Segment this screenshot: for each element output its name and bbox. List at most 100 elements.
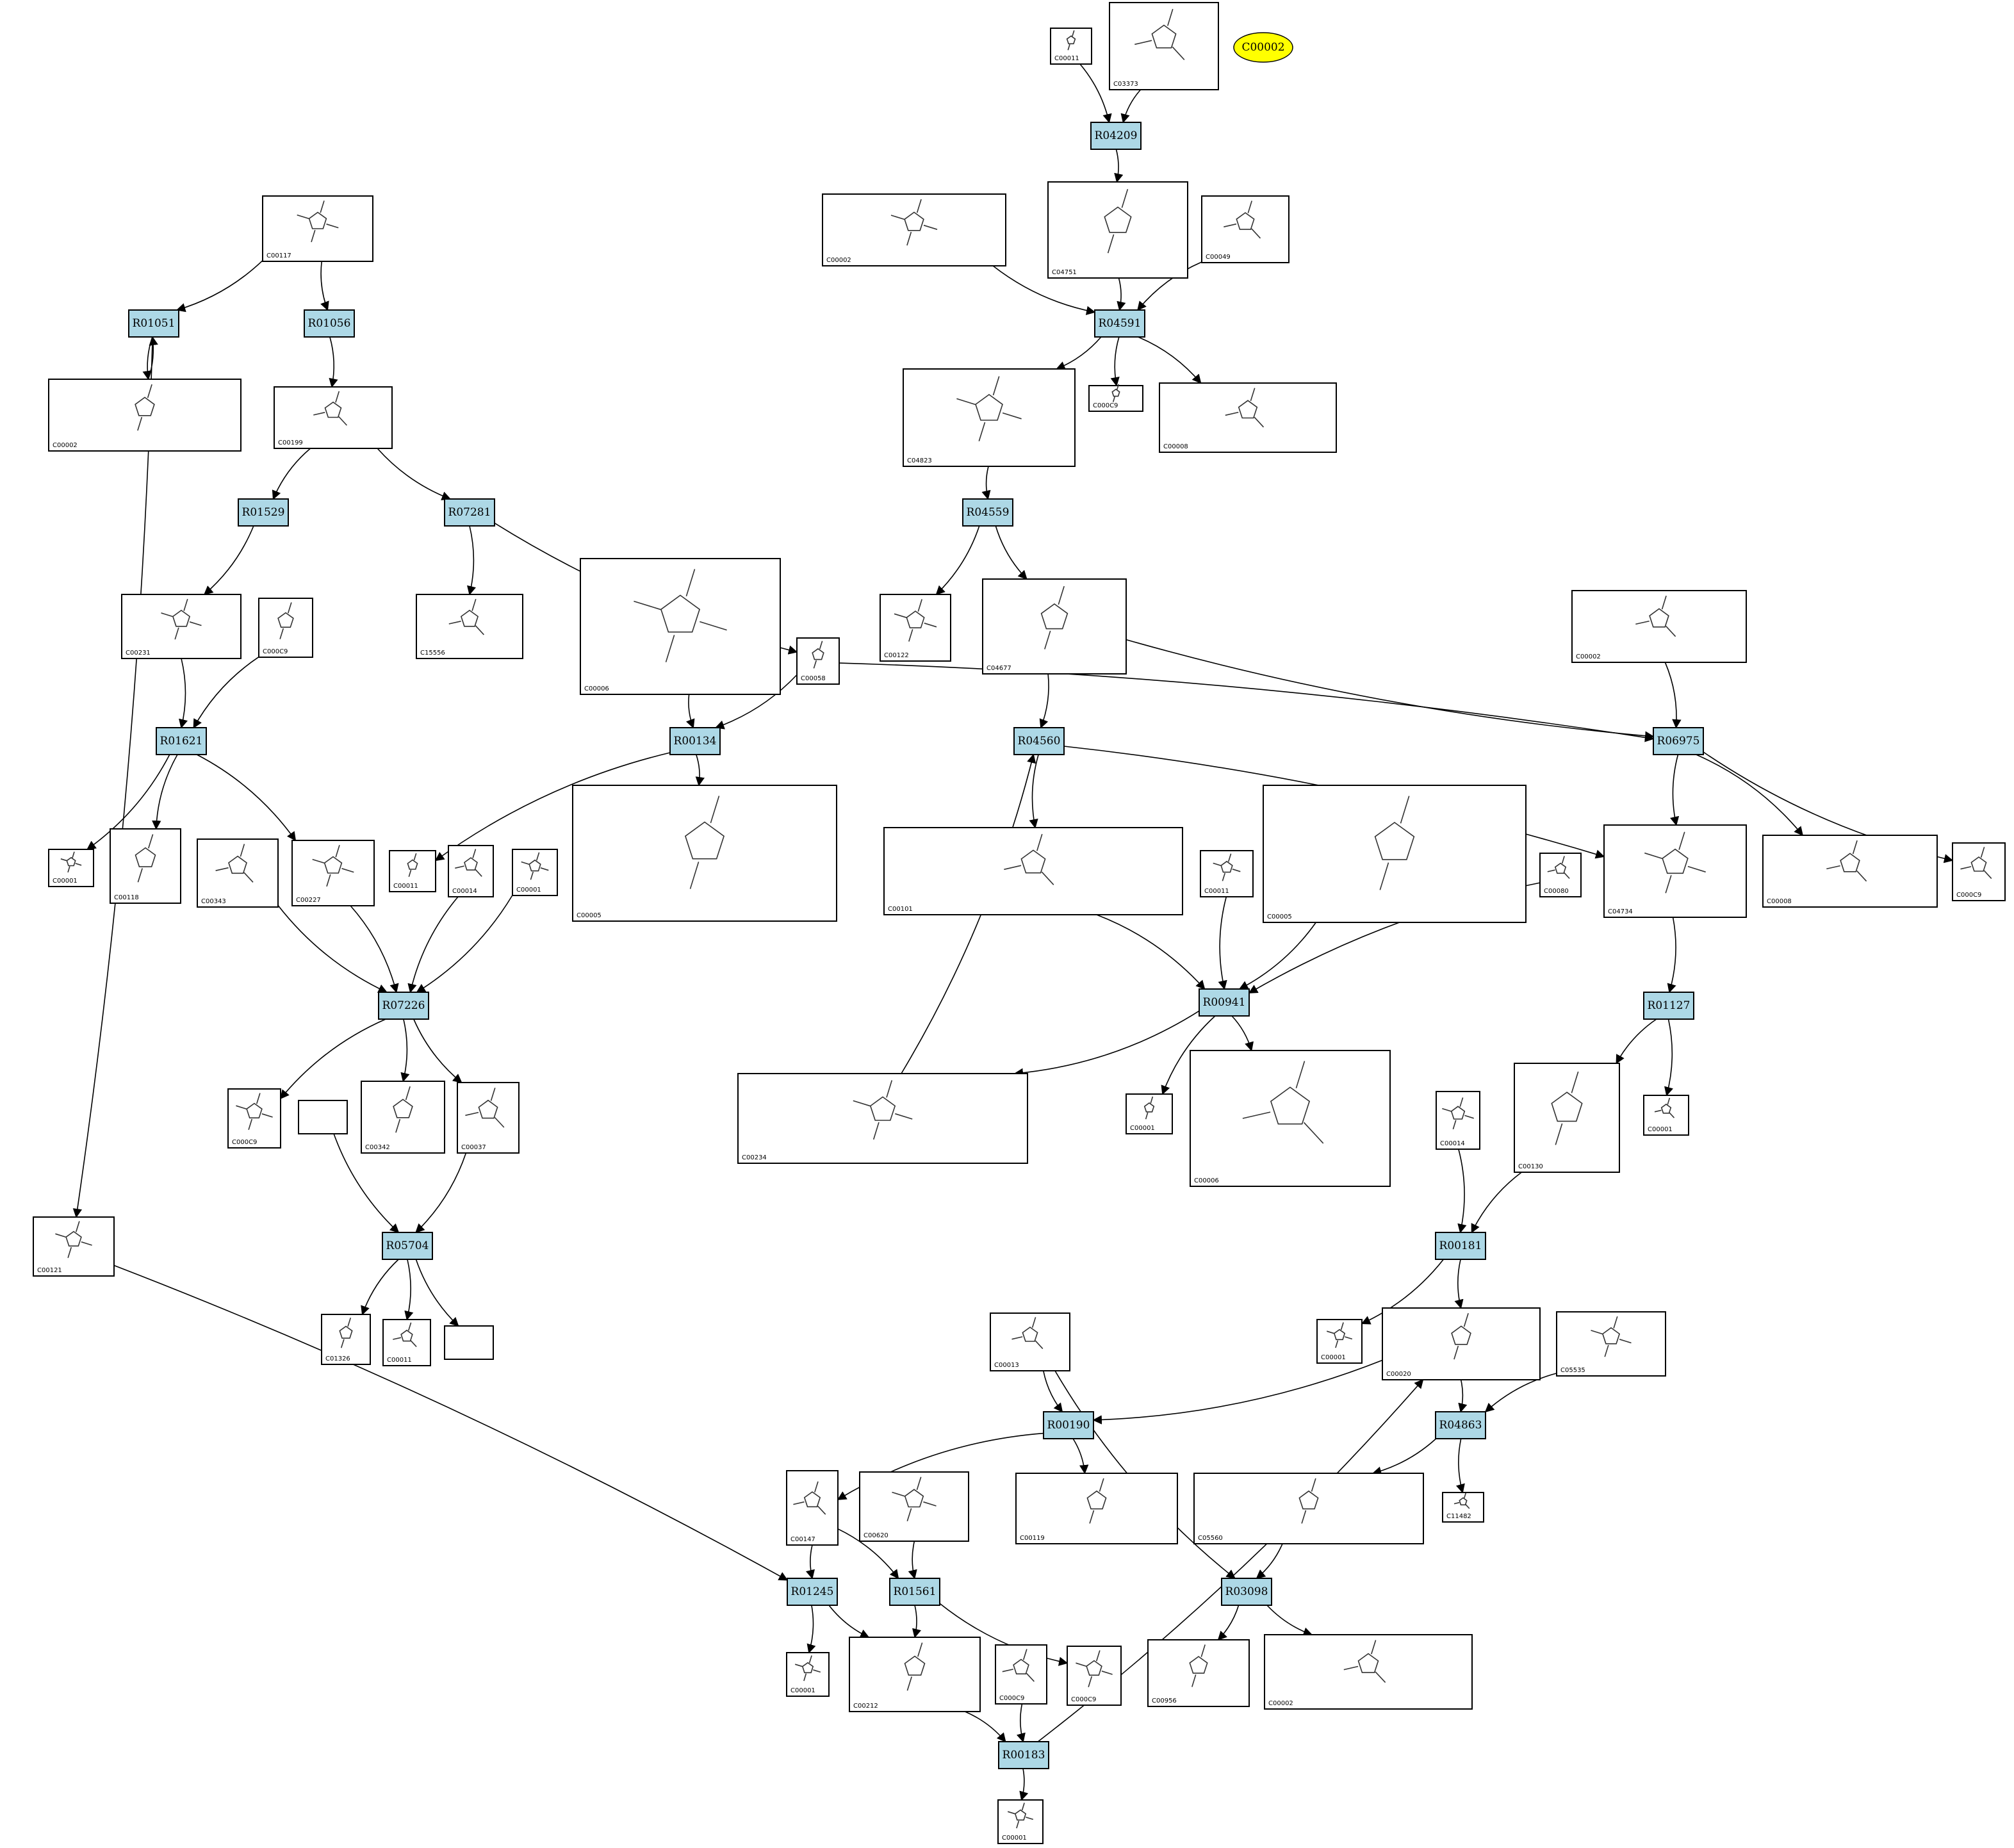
reaction-box[interactable]	[304, 309, 355, 338]
compound-box[interactable]	[1436, 1091, 1480, 1150]
compound-box[interactable]	[786, 1652, 830, 1697]
compound-c_c00199[interactable]: C00199	[274, 386, 393, 449]
compound-box[interactable]	[1126, 1093, 1173, 1134]
compound-c_top_c03373[interactable]: C03373	[1109, 2, 1219, 90]
compound-c_c00620[interactable]: C00620	[859, 1471, 969, 1542]
compound-c_c04751[interactable]: C04751	[1047, 181, 1188, 279]
compound-c_top_formate[interactable]: C00011	[1050, 28, 1092, 65]
reaction-R01051[interactable]: R01051	[128, 309, 179, 338]
compound-c_c00231[interactable]: C00231	[121, 594, 242, 659]
compound-box[interactable]	[110, 828, 181, 904]
compound-box[interactable]	[883, 827, 1183, 915]
reaction-box[interactable]	[382, 1232, 433, 1260]
reaction-box[interactable]	[787, 1578, 838, 1606]
compound-c_co2_c[interactable]: C00011	[382, 1319, 431, 1366]
compound-box[interactable]	[796, 637, 840, 685]
compound-c_c00013[interactable]: C00013	[990, 1312, 1070, 1371]
reaction-R01529[interactable]: R01529	[238, 498, 289, 527]
compound-c_adp_b[interactable]: C00008	[1762, 835, 1938, 908]
compound-c_c00119[interactable]: C00119	[1015, 1473, 1178, 1544]
reaction-box[interactable]	[962, 498, 1013, 527]
compound-c_pi_d[interactable]: C000C9	[227, 1088, 281, 1149]
compound-c_h2o_a[interactable]: C00001	[48, 849, 94, 887]
compound-c_c00147[interactable]: C00147	[786, 1470, 839, 1546]
compound-c_pi_b[interactable]: C000C9	[258, 598, 313, 658]
compound-box[interactable]	[786, 1470, 839, 1546]
reaction-R01561[interactable]: R01561	[889, 1578, 940, 1606]
compound-c_co2_a[interactable]: C00011	[389, 850, 436, 892]
reaction-box[interactable]	[1199, 988, 1250, 1017]
reaction-box[interactable]	[378, 992, 429, 1020]
compound-box[interactable]	[1050, 28, 1092, 65]
compound-box[interactable]	[389, 850, 436, 892]
reaction-R05704[interactable]: R05704	[382, 1232, 433, 1260]
compound-box[interactable]	[880, 594, 951, 662]
reaction-box[interactable]	[998, 1741, 1049, 1769]
compound-c_c00342[interactable]: C00342	[361, 1081, 445, 1154]
compound-box[interactable]	[1047, 181, 1188, 279]
reaction-R00941[interactable]: R00941	[1199, 988, 1250, 1017]
compound-c_atp_c[interactable]: C00002	[1571, 590, 1747, 663]
compound-c_pi_e[interactable]: C000C9	[995, 1644, 1047, 1705]
compound-c_c00117[interactable]: C00117	[262, 195, 373, 262]
compound-box[interactable]	[1109, 2, 1219, 90]
reaction-R04863[interactable]: R04863	[1435, 1411, 1486, 1439]
reaction-box[interactable]	[238, 498, 289, 527]
compound-box[interactable]	[737, 1073, 1028, 1164]
compound-c_c00006_a[interactable]: C00006	[580, 558, 781, 695]
compound-c_c00006_b[interactable]: C00006	[1190, 1050, 1391, 1187]
reaction-box[interactable]	[669, 727, 721, 755]
reaction-R01127[interactable]: R01127	[1643, 992, 1694, 1020]
compound-c_c05535[interactable]: C05535	[1556, 1311, 1666, 1377]
compound-c_c11482[interactable]: C11482	[1442, 1492, 1484, 1523]
compound-c_c00121[interactable]: C00121	[33, 1216, 115, 1277]
compound-c_c00234[interactable]: C00234	[737, 1073, 1028, 1164]
reaction-R00190[interactable]: R00190	[1043, 1411, 1094, 1439]
compound-c_c01326[interactable]: C01326	[321, 1314, 371, 1365]
compound-box[interactable]	[321, 1314, 371, 1365]
compound-c_blank_b[interactable]	[444, 1325, 494, 1360]
reaction-box[interactable]	[1435, 1232, 1486, 1260]
compound-c_h2o_e[interactable]: C00001	[1316, 1319, 1363, 1364]
compound-c_atp_b[interactable]: C00002	[48, 379, 242, 452]
reaction-R04591[interactable]: R04591	[1094, 309, 1145, 338]
compound-c_nh3_a[interactable]: C00014	[448, 845, 494, 897]
compound-c_c00020[interactable]: C00020	[1382, 1307, 1541, 1380]
compound-box[interactable]	[982, 578, 1127, 675]
compound-c_c00122[interactable]: C00122	[880, 594, 951, 662]
reaction-box[interactable]	[1090, 122, 1142, 150]
compound-box[interactable]	[1316, 1319, 1363, 1364]
compound-c_c05560[interactable]: C05560	[1193, 1473, 1424, 1544]
compound-c_c04823[interactable]: C04823	[903, 368, 1076, 467]
compound-box[interactable]	[512, 849, 558, 896]
reaction-R01621[interactable]: R01621	[156, 727, 207, 755]
compound-c_c00005_a[interactable]: C00005	[572, 785, 837, 922]
compound-c_atp_d[interactable]: C00002	[1264, 1634, 1473, 1710]
reaction-R03098[interactable]: R03098	[1221, 1578, 1272, 1606]
compound-c_h_plus[interactable]: C00080	[1539, 853, 1582, 897]
compound-box[interactable]	[903, 368, 1076, 467]
compound-box[interactable]	[197, 838, 279, 908]
compound-box[interactable]	[48, 849, 94, 887]
compound-c_c00343[interactable]: C00343	[197, 838, 279, 908]
compound-box[interactable]	[1643, 1095, 1689, 1136]
compound-box[interactable]	[382, 1319, 431, 1366]
compound-box[interactable]	[849, 1637, 981, 1712]
reaction-R06975[interactable]: R06975	[1653, 727, 1704, 755]
highlight-compound[interactable]: C00002	[1233, 32, 1293, 63]
reaction-R07281[interactable]: R07281	[444, 498, 495, 527]
compound-box[interactable]	[1514, 1063, 1620, 1173]
compound-c_pi_c[interactable]: C000C9	[1952, 842, 2006, 901]
reaction-box[interactable]	[156, 727, 207, 755]
compound-box[interactable]	[1264, 1634, 1473, 1710]
reaction-R04560[interactable]: R04560	[1013, 727, 1065, 755]
compound-c_c00005_b[interactable]: C00005	[1263, 785, 1527, 923]
reaction-R04559[interactable]: R04559	[962, 498, 1013, 527]
compound-c_c00037[interactable]: C00037	[457, 1082, 520, 1154]
reaction-R00181[interactable]: R00181	[1435, 1232, 1486, 1260]
compound-c_h2o_g[interactable]: C00001	[997, 1799, 1044, 1844]
compound-c_c00227[interactable]: C00227	[291, 840, 375, 906]
compound-c_c00212[interactable]: C00212	[849, 1637, 981, 1712]
compound-box[interactable]	[1539, 853, 1582, 897]
compound-c_adp_a[interactable]: C00008	[1159, 382, 1337, 453]
